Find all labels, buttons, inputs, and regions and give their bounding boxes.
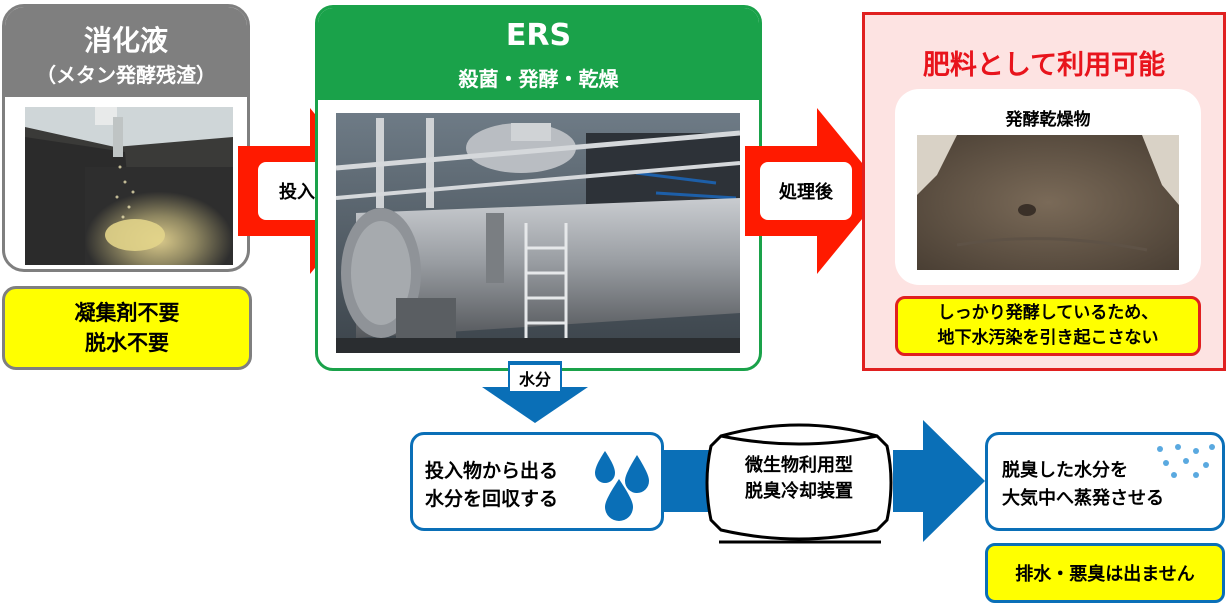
device-line2: 脱臭冷却装置 <box>745 481 853 502</box>
fertilizer-note-line2: 地下水汚染を引き起こさない <box>937 328 1159 348</box>
digestate-note-box: 凝集剤不要 脱水不要 <box>2 286 252 370</box>
no-discharge-box: 排水・悪臭は出ません <box>985 543 1225 603</box>
digestate-card: 消化液 （メタン発酵残渣） <box>2 4 250 272</box>
water-label: 水分 <box>518 370 551 389</box>
deodorizer-device-icon <box>705 423 893 544</box>
digestate-note-line2: 脱水不要 <box>85 331 169 355</box>
ers-subtitle: 殺菌・発酵・乾燥 <box>458 67 619 91</box>
evaporate-box: 脱臭した水分を 大気中へ蒸発させる <box>985 432 1225 531</box>
dried-product-photo <box>917 135 1179 270</box>
fertilizer-note-box: しっかり発酵しているため、 地下水汚染を引き起こさない <box>895 296 1201 356</box>
fertilizer-title: 肥料として利用可能 <box>922 50 1166 81</box>
after-process-label-box: 処理後 <box>760 162 852 220</box>
evaporate-text: 脱臭した水分を 大気中へ蒸発させる <box>1002 457 1164 513</box>
recover-line1: 投入物から出る <box>425 460 559 482</box>
product-label: 発酵乾燥物 <box>1005 110 1091 130</box>
recover-box: 投入物から出る 水分を回収する <box>410 432 664 531</box>
digestate-subtitle: （メタン発酵残渣） <box>36 63 216 87</box>
recover-line2: 水分を回収する <box>425 488 559 510</box>
ers-machine-photo <box>336 113 740 353</box>
evaporate-arrow <box>893 420 985 542</box>
evaporate-line1: 脱臭した水分を <box>1002 460 1128 481</box>
ers-header: ERS 殺菌・発酵・乾燥 <box>318 8 759 100</box>
digestate-photo <box>25 107 233 265</box>
water-label-box: 水分 <box>510 365 560 391</box>
evaporate-line2: 大気中へ蒸発させる <box>1002 488 1164 509</box>
digestate-note-line1: 凝集剤不要 <box>74 301 180 325</box>
no-discharge-label: 排水・悪臭は出ません <box>1015 564 1195 585</box>
water-down-arrow <box>482 361 588 423</box>
water-drops-icon <box>595 451 649 521</box>
after-process-label: 処理後 <box>779 182 833 203</box>
input-arrow-label: 投入 <box>279 182 315 203</box>
vapor-dots-icon <box>1157 444 1215 478</box>
fertilizer-card: 肥料として利用可能 発酵乾燥物 しっかり発酵しているため、 地下水汚染を引き起こ… <box>862 12 1226 371</box>
digestate-title: 消化液 <box>83 24 168 57</box>
digestate-header: 消化液 （メタン発酵残渣） <box>5 7 247 97</box>
recover-text: 投入物から出る 水分を回収する <box>425 457 558 513</box>
fertilizer-note-line1: しっかり発酵しているため、 <box>937 303 1159 323</box>
device-line1: 微生物利用型 <box>745 455 853 476</box>
device-text: 微生物利用型 脱臭冷却装置 <box>703 453 895 505</box>
ers-title: ERS <box>505 18 572 53</box>
